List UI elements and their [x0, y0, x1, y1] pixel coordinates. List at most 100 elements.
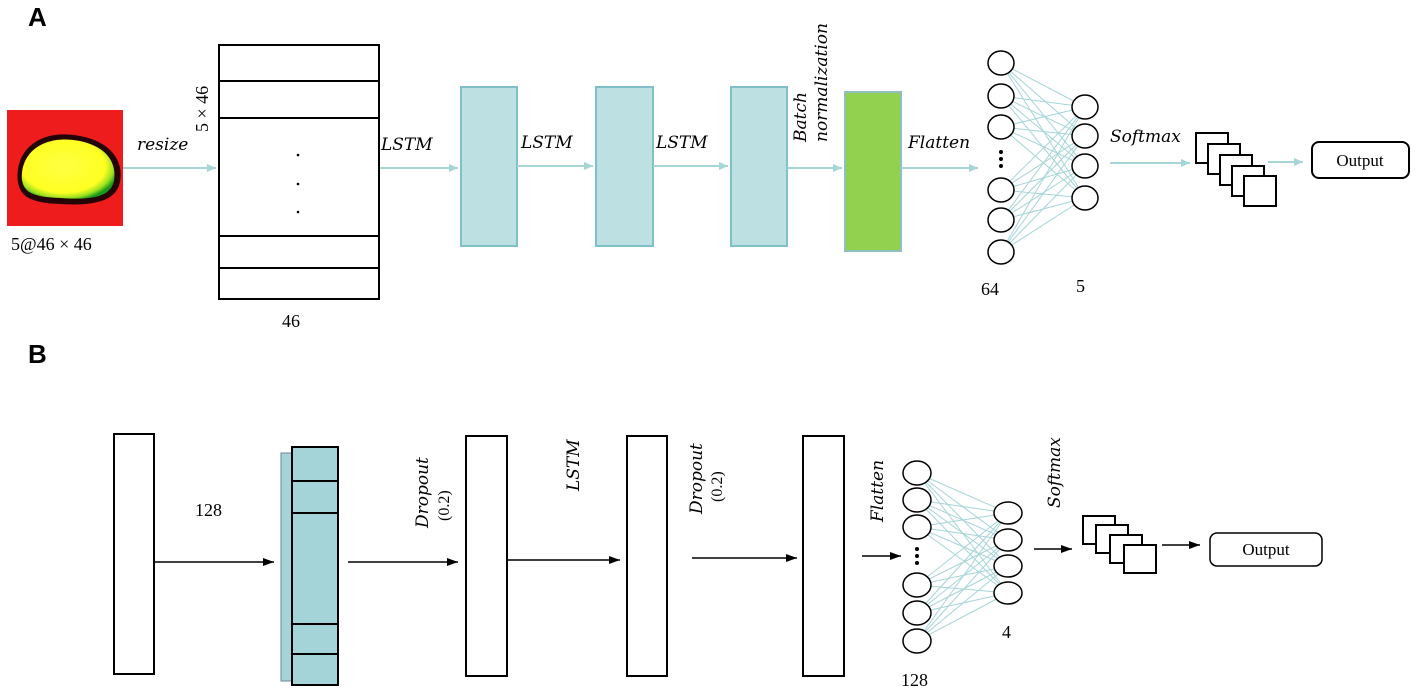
- dense-b-ellipsis-dot: [915, 547, 919, 551]
- matrix-rows-label: 5 × 46: [192, 86, 212, 132]
- output-box-b: [1209, 532, 1323, 567]
- dense-b-output-node: [993, 581, 1023, 605]
- dense-b-count-128: 128: [901, 670, 928, 690]
- dense-a-input-node: [987, 207, 1015, 233]
- dropout-rate-2: (0.2): [709, 471, 726, 502]
- lstm-label-3: LSTM: [655, 133, 708, 153]
- lstm-block-3: [730, 86, 788, 247]
- dense-a-output-node: [1071, 185, 1099, 211]
- dense-b-connection: [916, 472, 1009, 514]
- lstm-stack-b: [280, 446, 339, 686]
- dense-network-b: [902, 460, 1023, 654]
- dense-a-connection: [1000, 106, 1086, 128]
- dense-a-connection: [1000, 106, 1086, 221]
- dense-a-output-node: [1071, 123, 1099, 149]
- softmax-label-a: Softmax: [1110, 127, 1181, 147]
- dense-a-connection: [1000, 95, 1086, 108]
- input-size-label: 5@46 × 46: [11, 234, 92, 254]
- dropout-block-2: [802, 435, 845, 677]
- dense-a-connection: [1000, 135, 1086, 253]
- output-box-a: [1311, 141, 1410, 179]
- dense-a-connection: [1000, 165, 1086, 253]
- dense-a-count-64: 64: [981, 279, 999, 299]
- dense-b-connection: [916, 565, 1009, 642]
- dense-b-connection: [916, 512, 1009, 586]
- dropout-label-2: Dropout: [687, 443, 707, 515]
- dense-b-connection: [916, 526, 1009, 567]
- flatten-label-b: Flatten: [868, 460, 888, 523]
- batch-norm-label-1: Batch: [791, 92, 811, 143]
- dense-b-connection: [916, 512, 1009, 642]
- output-label-a: Output: [1336, 151, 1384, 170]
- dense-b-output-node: [993, 528, 1023, 552]
- dense-b-input-node: [902, 487, 932, 513]
- dropout-block-1: [465, 435, 508, 677]
- lstm-label-1: LSTM: [380, 135, 433, 155]
- dense-network-a: [987, 50, 1099, 265]
- dense-a-ellipsis-dot: [999, 164, 1003, 168]
- dense-b-input-node: [902, 514, 932, 540]
- dense-b-connection: [916, 512, 1009, 528]
- dense-a-output-node: [1071, 153, 1099, 179]
- dense-b-input-node: [902, 460, 932, 486]
- dense-b-connection: [916, 565, 1009, 614]
- dense-b-ellipsis-dot: [915, 554, 919, 558]
- dense-a-connection: [1000, 62, 1086, 108]
- softmax-label-b: Softmax: [1045, 437, 1065, 508]
- dense-a-input-node: [987, 239, 1015, 265]
- panel-b-label: B: [28, 339, 47, 369]
- input-image-thumbnail: [7, 110, 123, 226]
- dense-b-connection: [916, 512, 1009, 614]
- dense-b-output-node: [993, 554, 1023, 578]
- lstm-block-1: [460, 86, 518, 247]
- input-matrix: [218, 44, 380, 300]
- embedding-size-label: 128: [195, 500, 222, 520]
- lstm-block-b: [626, 435, 668, 677]
- input-block-b: [113, 433, 155, 675]
- dense-b-input-node: [902, 628, 932, 654]
- dense-b-connection: [916, 592, 1009, 642]
- dense-a-connection: [1000, 135, 1086, 221]
- dense-a-ellipsis-dot: [999, 157, 1003, 161]
- dense-a-input-node: [987, 177, 1015, 203]
- flatten-label-a: Flatten: [907, 133, 970, 153]
- matrix-width-label: 46: [282, 311, 300, 331]
- dense-a-input-node: [987, 114, 1015, 140]
- dense-a-connection: [1000, 62, 1086, 167]
- dense-a-count-5: 5: [1076, 276, 1085, 296]
- dense-a-connection: [1000, 165, 1086, 221]
- lstm-label-b: LSTM: [564, 439, 584, 492]
- dense-a-input-node: [987, 83, 1015, 109]
- batch-norm-label-2: normalization: [812, 23, 832, 142]
- dense-a-connection: [1000, 95, 1086, 137]
- softmax-stack-b: [1082, 515, 1157, 574]
- dense-a-ellipsis-dot: [999, 150, 1003, 154]
- lstm-label-2: LSTM: [520, 133, 573, 153]
- dense-b-connection: [916, 526, 1009, 594]
- dense-b-input-node: [902, 600, 932, 626]
- dense-a-connection: [1000, 126, 1086, 137]
- batch-norm-block: [844, 91, 902, 252]
- panel-a-label: A: [28, 2, 47, 32]
- dense-a-connection: [1000, 106, 1086, 253]
- resize-label: resize: [137, 135, 188, 155]
- dense-b-ellipsis-dot: [915, 561, 919, 565]
- dense-a-connection: [1000, 197, 1086, 253]
- dense-b-connection: [916, 526, 1009, 541]
- dense-b-connection: [916, 539, 1009, 642]
- dense-b-input-node: [902, 572, 932, 598]
- output-label-b: Output: [1242, 540, 1290, 559]
- softmax-stack-a: [1195, 132, 1277, 207]
- dense-b-output-node: [993, 501, 1023, 525]
- lstm-block-2: [595, 86, 654, 247]
- dense-a-connection: [1000, 126, 1086, 167]
- dense-b-connection: [916, 499, 1009, 514]
- dense-a-connection: [1000, 62, 1086, 137]
- dense-b-connection: [916, 565, 1009, 586]
- dense-a-connection: [1000, 106, 1086, 191]
- dropout-label-1: Dropout: [413, 457, 433, 529]
- dense-b-count-4: 4: [1002, 622, 1011, 642]
- dense-a-input-node: [987, 50, 1015, 76]
- dropout-rate-1: (0.2): [436, 490, 453, 521]
